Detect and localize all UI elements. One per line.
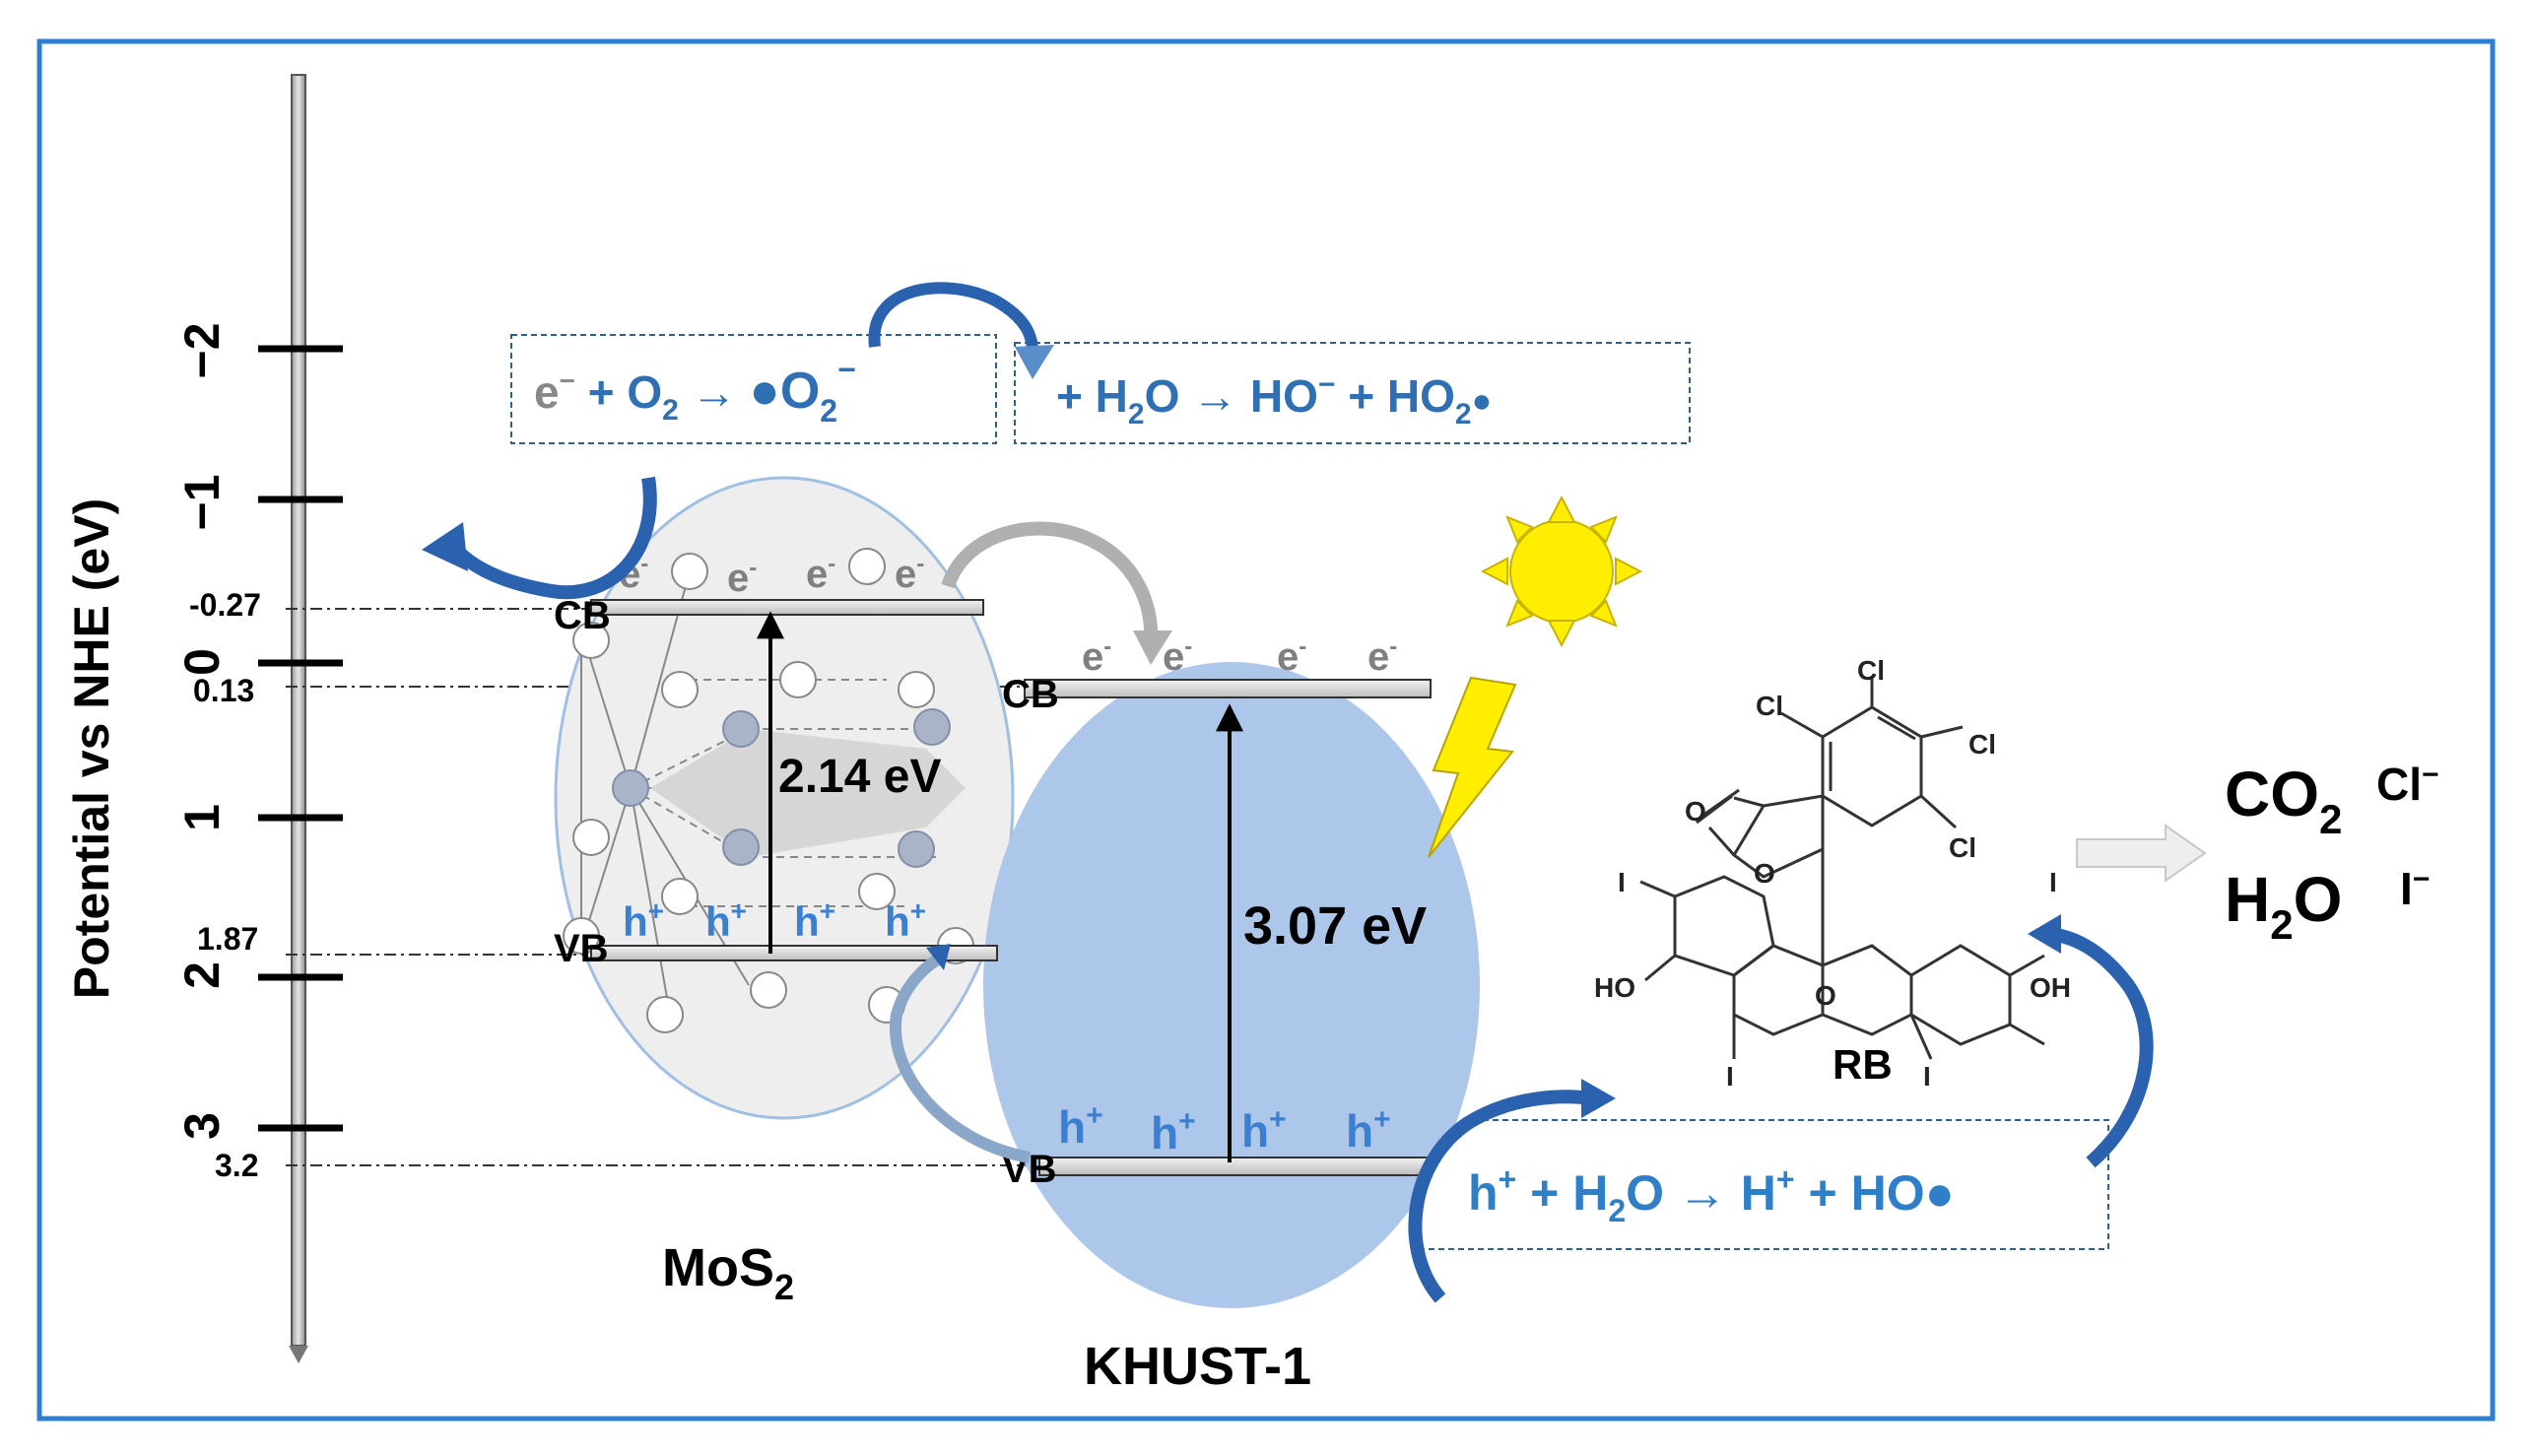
rb-atom: I: [1618, 867, 1626, 897]
products-arrow: [2076, 824, 2207, 883]
rb-atom: I: [1923, 1061, 1931, 1092]
mos2-hole: h+: [705, 895, 747, 945]
khust-hole: h+: [1346, 1103, 1391, 1157]
khust-electron: e-: [1082, 633, 1111, 679]
reaction-box-2: [1014, 342, 1691, 444]
curved-arrow: [1408, 1079, 1616, 1303]
khust-electron: e-: [1277, 633, 1306, 679]
sun-icon: [1480, 495, 1643, 648]
axis-tick-label: 1: [174, 804, 230, 831]
rb-molecule: [1639, 678, 2045, 1060]
rb-label: RB: [1833, 1041, 1893, 1088]
axis-tick-label: −2: [174, 322, 230, 378]
rb-atom: O: [1815, 980, 1836, 1011]
reaction-superoxide: e− + O2 → ●O2−: [534, 352, 856, 429]
mos2-hole: h+: [885, 895, 926, 945]
axis-tick-label: 3: [174, 1112, 230, 1140]
reaction-hydroperoxyl: + H2O → HO− + HO2●: [1056, 368, 1492, 430]
axis-tick-label: 0: [174, 648, 230, 676]
khust-vb-bar: [1038, 1157, 1433, 1176]
reaction-box-1: [510, 334, 997, 444]
mos2-lattice: [563, 548, 974, 1033]
mos2-hole: h+: [623, 895, 664, 945]
reaction-hydroxyl: h+ + H2O → H+ + HO●: [1468, 1161, 1955, 1228]
axis-title: Potential vs NHE (eV): [64, 498, 119, 999]
mos2-label: MoS2: [662, 1238, 794, 1307]
khust-hole: h+: [1151, 1105, 1196, 1158]
level-label: -0.27: [189, 587, 261, 623]
khust-hole: h+: [1058, 1099, 1103, 1153]
level-label: 0.13: [193, 673, 254, 708]
khust-band-gap: 3.07 eV: [1243, 896, 1427, 956]
khust-label: KHUST-1: [1084, 1337, 1311, 1396]
mos2-cb-bar: [590, 599, 984, 616]
mos2-vb-bar: [590, 945, 998, 961]
rb-atom: Cl: [1756, 691, 1783, 721]
khust-electron: e-: [1367, 633, 1397, 679]
reaction-box-3: [1424, 1119, 2109, 1250]
khust-cb-bar: [1024, 679, 1432, 698]
mos2-electron: e-: [727, 555, 757, 600]
outer-frame: [36, 38, 2496, 1422]
rb-atom: Cl: [1857, 655, 1885, 686]
rb-atom: Cl: [1949, 832, 1976, 863]
rb-atom: I: [2049, 867, 2057, 897]
khust-cb-label: CB: [1002, 673, 1059, 716]
rb-atom: OH: [2030, 972, 2071, 1003]
axis-tick-label: −1: [174, 474, 230, 530]
product-co2: CO2: [2225, 759, 2342, 842]
mos2-electron: e-: [806, 551, 835, 596]
rb-atom: HO: [1594, 972, 1635, 1003]
mos2-cb-label: CB: [554, 594, 611, 637]
product-iodide: I−: [2400, 863, 2430, 914]
level-label: 3.2: [215, 1148, 258, 1183]
rb-atom: O: [1685, 796, 1706, 827]
axis-tick-label: 2: [174, 961, 230, 989]
mos2-band-gap: 2.14 eV: [778, 751, 941, 803]
khust-hole: h+: [1241, 1103, 1287, 1157]
lightning-icon: [1428, 676, 1517, 858]
khust-electron: e-: [1163, 633, 1192, 679]
mos2-hole: h+: [794, 895, 835, 945]
potential-axis: [258, 74, 343, 1363]
product-chloride: Cl−: [2376, 759, 2439, 810]
mos2-electron: e-: [895, 551, 924, 596]
mos2-vb-label: VB: [554, 927, 609, 970]
rb-atom: O: [1754, 858, 1775, 889]
curved-arrow: [868, 282, 1054, 379]
curved-arrow: [2028, 914, 2154, 1168]
rb-atom: I: [1726, 1061, 1734, 1092]
level-label: 1.87: [197, 921, 258, 957]
curved-arrow: [941, 521, 1172, 665]
rb-atom: Cl: [1968, 729, 1996, 760]
product-h2o: H2O: [2225, 864, 2342, 948]
curved-arrow: [422, 476, 657, 600]
curved-arrow: [889, 944, 1032, 1163]
